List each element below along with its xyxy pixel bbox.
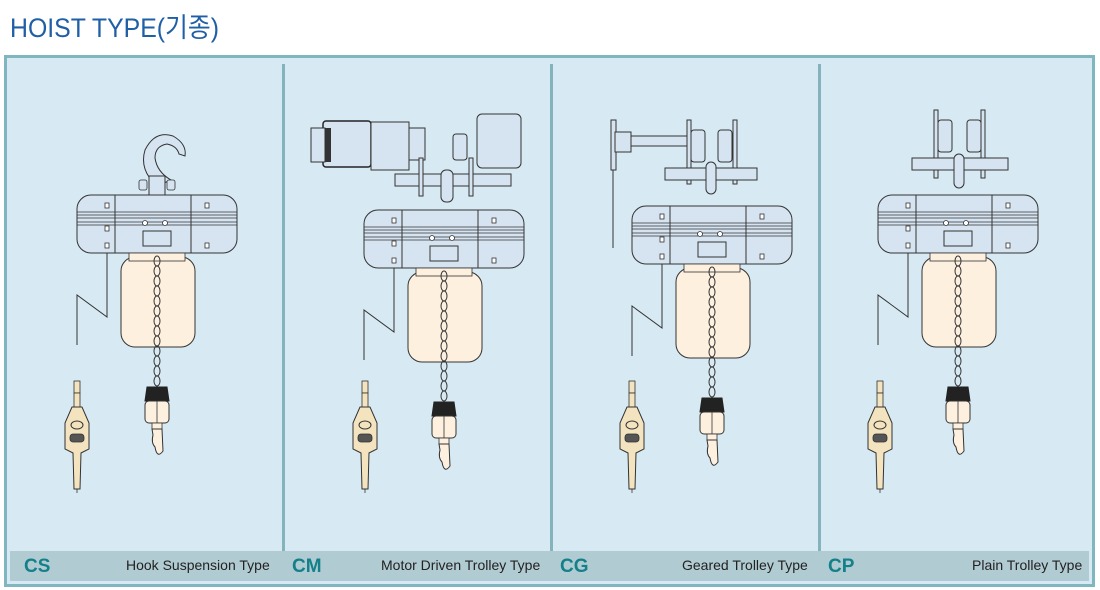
hoist-types-frame: CS Hook Suspension Type CM Motor Driven … <box>4 55 1095 587</box>
cs-hoist-drawing <box>64 134 238 494</box>
plain-trolley-icon <box>911 109 1009 189</box>
type-name-cm: Motor Driven Trolley Type <box>381 557 541 573</box>
cm-hoist-drawing <box>310 113 525 494</box>
type-name-cp: Plain Trolley Type <box>972 557 1083 573</box>
type-name-cg: Geared Trolley Type <box>682 557 808 573</box>
type-code-cs: CS <box>24 556 51 577</box>
type-code-cm: CM <box>292 556 322 577</box>
cg-hoist-drawing <box>610 119 793 494</box>
type-code-cp: CP <box>828 556 855 577</box>
motor-trolley-icon <box>310 113 522 203</box>
hook-icon <box>138 134 186 197</box>
panel-divider <box>282 64 285 579</box>
type-name-cs: Hook Suspension Type <box>126 557 270 573</box>
type-label-strip: CS Hook Suspension Type CM Motor Driven … <box>10 551 1089 581</box>
page-title: HOIST TYPE(기종) <box>10 13 220 43</box>
panel-divider <box>818 64 821 579</box>
panel-divider <box>550 64 553 579</box>
hoist-drawings <box>64 109 1039 494</box>
cp-hoist-drawing <box>867 109 1039 494</box>
geared-trolley-icon <box>610 119 758 248</box>
type-code-cg: CG <box>560 556 589 577</box>
